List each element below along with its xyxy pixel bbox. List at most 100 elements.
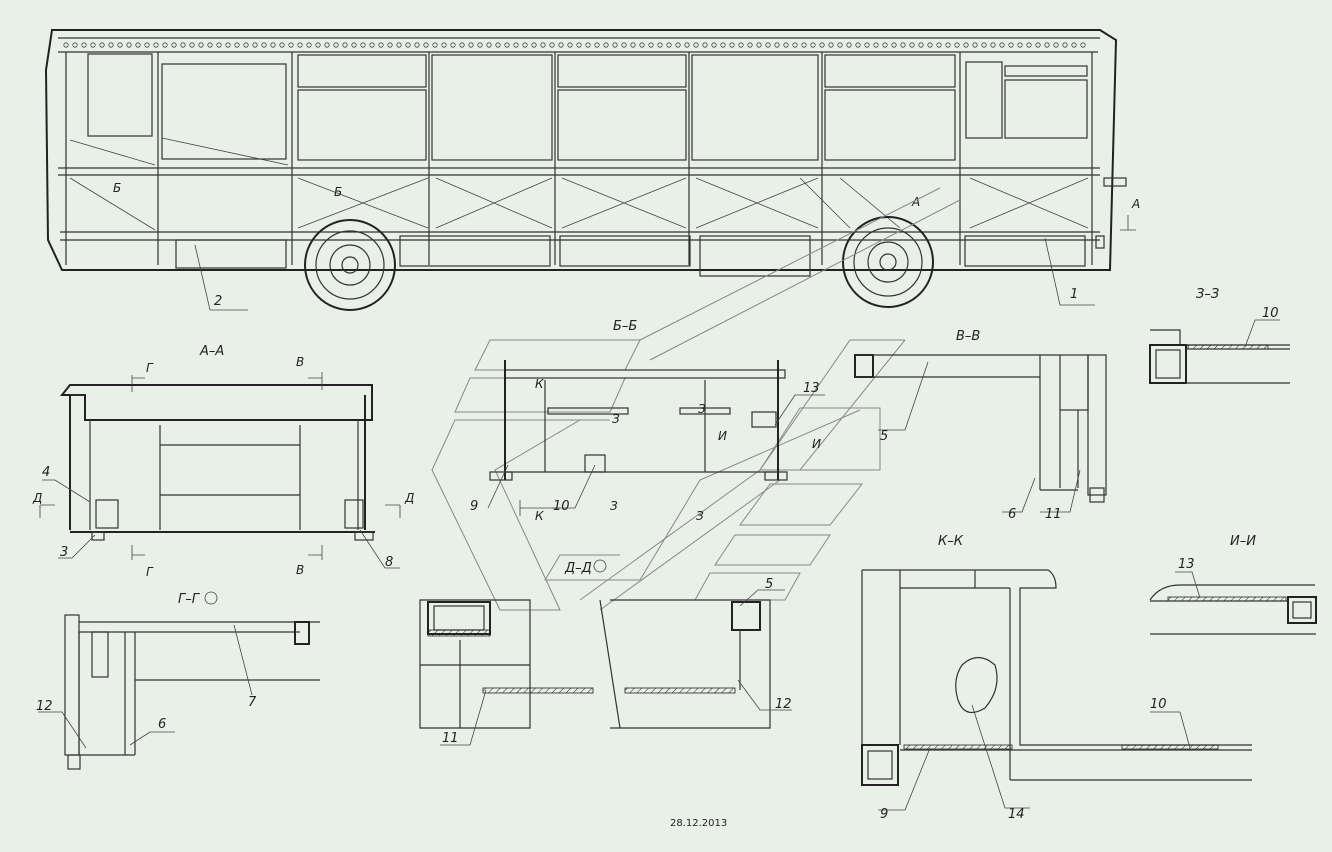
rivet (279, 42, 285, 48)
rivet (99, 42, 105, 48)
rivet (882, 42, 888, 48)
rivet (108, 42, 114, 48)
callout-9-kk: 9 (880, 807, 888, 822)
rivet (297, 42, 303, 48)
callout-12-gg: 12 (36, 699, 53, 714)
rivet (171, 42, 177, 48)
rivet (441, 42, 447, 48)
rivet (765, 42, 771, 48)
rivet (360, 42, 366, 48)
rivet (387, 42, 393, 48)
rivet (648, 42, 654, 48)
rivet (576, 42, 582, 48)
title-section-gg: Г–Г (178, 592, 201, 607)
rivet (720, 42, 726, 48)
rivet (1035, 42, 1041, 48)
rivet (1080, 42, 1086, 48)
callout-10-zz: 10 (1262, 306, 1279, 321)
rear-wheel (304, 219, 396, 311)
callout-7: 7 (248, 695, 257, 710)
rivet (693, 42, 699, 48)
callout-13-ii: 13 (1178, 557, 1195, 572)
rivet (225, 42, 231, 48)
callout-12-dd: 12 (775, 697, 792, 712)
rivet (1053, 42, 1059, 48)
title-section-dd: Д–Д (564, 561, 592, 576)
rivet (666, 42, 672, 48)
marker-z-4: З (696, 509, 704, 523)
rivet (90, 42, 96, 48)
rivet (234, 42, 240, 48)
rivet (963, 42, 969, 48)
callout-2: 2 (214, 294, 222, 309)
rivet (702, 42, 708, 48)
rivet (864, 42, 870, 48)
drawing-date: 28.12.2013 (670, 818, 727, 829)
rivet (333, 42, 339, 48)
rivet (270, 42, 276, 48)
rivet (135, 42, 141, 48)
rivet (981, 42, 987, 48)
rivet (216, 42, 222, 48)
rivet (828, 42, 834, 48)
rivet (972, 42, 978, 48)
section-zz: З–З 10 (1149, 287, 1290, 384)
rivet (486, 42, 492, 48)
rivet (117, 42, 123, 48)
rivet (594, 42, 600, 48)
rivet (342, 42, 348, 48)
rivet (324, 42, 330, 48)
rivet (198, 42, 204, 48)
rivet (72, 42, 78, 48)
bus-side-view: 2 1 А А Б Б (44, 29, 1140, 311)
rivet (396, 42, 402, 48)
section-ii: И–И 13 (1149, 534, 1317, 635)
rivet (945, 42, 951, 48)
rivet (459, 42, 465, 48)
callout-6-gg: 6 (158, 717, 166, 732)
rivet (756, 42, 762, 48)
title-section-aa: А–А (199, 344, 224, 359)
rivet (180, 42, 186, 48)
title-section-kk: К–К (938, 534, 964, 549)
callout-6: 6 (1008, 507, 1016, 522)
callout-10: 10 (553, 499, 570, 514)
rivet (522, 42, 528, 48)
rivet (1026, 42, 1032, 48)
rivet (405, 42, 411, 48)
rivet (549, 42, 555, 48)
title-section-zz: З–З (1196, 287, 1219, 302)
rivet (81, 42, 87, 48)
rivet (144, 42, 150, 48)
rivet (1017, 42, 1023, 48)
rivet (351, 42, 357, 48)
rivet (630, 42, 636, 48)
rivet (1044, 42, 1050, 48)
rivet (162, 42, 168, 48)
rivet (558, 42, 564, 48)
rivet (684, 42, 690, 48)
rivet (1071, 42, 1077, 48)
marker-d-2: Д (404, 491, 414, 505)
rivet (639, 42, 645, 48)
rivet (504, 42, 510, 48)
rivet (999, 42, 1005, 48)
callout-11: 11 (1045, 507, 1062, 522)
rivet (432, 42, 438, 48)
callout-13: 13 (803, 381, 820, 396)
rivet (819, 42, 825, 48)
rivet (873, 42, 879, 48)
rivet (1062, 42, 1068, 48)
section-dd: 11 5 12 (419, 577, 792, 746)
marker-g-2: Г (146, 565, 154, 579)
marker-z-3: З (610, 499, 618, 513)
rivet (306, 42, 312, 48)
rivet (927, 42, 933, 48)
section-vv: В–В 5 6 11 (854, 329, 1107, 522)
rivet (918, 42, 924, 48)
rivet (621, 42, 627, 48)
rivet (315, 42, 321, 48)
marker-b: Б (334, 185, 342, 199)
